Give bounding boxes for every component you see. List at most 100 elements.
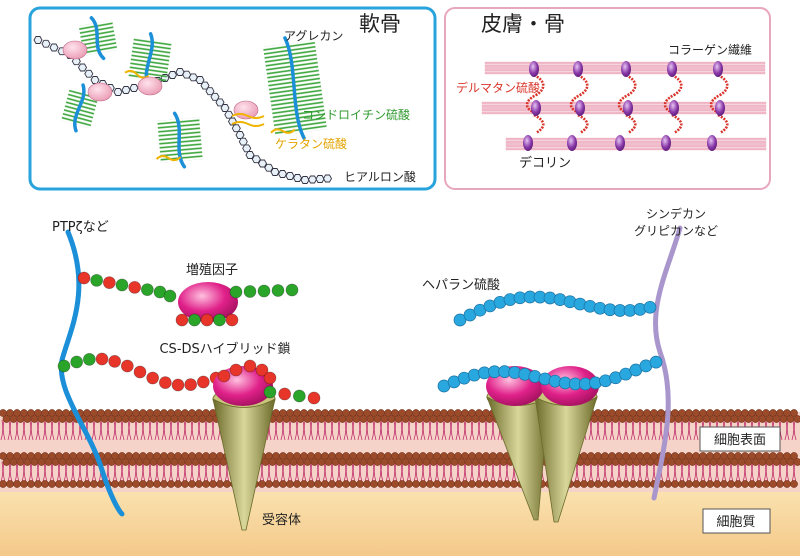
cs-ds-bead: [278, 387, 292, 401]
lipid-tail: [49, 419, 55, 441]
lipid-head: [303, 415, 312, 423]
decorin-core: [567, 135, 577, 151]
lipid-tail: [350, 419, 356, 441]
lipid-tail: [420, 419, 426, 441]
lipid-head: [422, 415, 431, 423]
lipid-tail: [651, 419, 657, 441]
lipid-head: [755, 480, 763, 488]
decorin-core: [667, 61, 677, 77]
lipid-head: [342, 480, 350, 488]
lipid-head: [727, 480, 735, 488]
lipid-tail: [602, 419, 608, 441]
lipid-head: [643, 480, 651, 488]
lipid-tail: [392, 419, 398, 441]
lipid-head: [748, 480, 756, 488]
glycan-chains-front: [175, 283, 663, 405]
lipid-head: [282, 415, 291, 423]
lipid-head: [594, 480, 602, 488]
collagen-fiber-label: コラーゲン繊維: [668, 43, 752, 57]
lipid-head: [338, 415, 347, 423]
lipid-head: [615, 480, 623, 488]
lipid-head: [415, 458, 424, 466]
lipid-head: [741, 480, 749, 488]
cs-ds-bead: [70, 355, 84, 369]
lipid-head: [391, 480, 399, 488]
lipid-head: [30, 415, 39, 423]
cell-surface-box: 細胞表面: [699, 426, 781, 452]
keratan-sulfate-chain: [270, 128, 296, 134]
cs-ds-bead: [200, 313, 214, 327]
lipid-head: [177, 415, 186, 423]
lipid-head: [475, 480, 483, 488]
lipid-head: [58, 415, 67, 423]
lipid-head: [37, 415, 46, 423]
lipid-tail: [91, 419, 97, 441]
hyaluronic-acid-unit: [49, 43, 59, 52]
lipid-head: [622, 480, 630, 488]
lipid-head: [688, 415, 697, 423]
lipid-head: [720, 480, 728, 488]
lipid-tail: [315, 419, 321, 441]
lipid-head: [790, 480, 798, 488]
lipid-head: [405, 480, 413, 488]
lipid-head: [786, 415, 795, 423]
lipid-tail: [280, 419, 286, 441]
lipid-head: [401, 415, 410, 423]
lipid-tail: [182, 419, 188, 441]
dermatan-sulfate-label: デルマタン硫酸: [456, 80, 540, 95]
dermatan-sulfate-chain: [525, 73, 545, 115]
dermatan-sulfate-chain: [533, 113, 545, 135]
dermatan-sulfate-chain: [709, 73, 729, 115]
lipid-head: [146, 480, 154, 488]
lipid-head: [163, 415, 172, 423]
lipid-head: [461, 480, 469, 488]
lipid-head: [356, 480, 364, 488]
lipid-head: [314, 480, 322, 488]
lipid-tail: [343, 419, 349, 441]
lipid-head: [212, 458, 221, 466]
hyaluronic-acid-unit: [167, 71, 178, 79]
lipid-head: [121, 458, 130, 466]
lipid-head: [205, 415, 214, 423]
chondroitin-sulfate-label: コンドロイチン硫酸: [302, 107, 410, 122]
lipid-tail: [476, 419, 482, 441]
lipid-head: [604, 458, 613, 466]
lipid-head: [0, 480, 7, 488]
cs-ds-bead: [158, 376, 172, 390]
lipid-head: [776, 480, 784, 488]
lipid-head: [695, 458, 704, 466]
cs-ds-bead: [163, 289, 177, 303]
lipid-head: [279, 480, 287, 488]
lipid-head: [135, 415, 144, 423]
hyaluronic-acid-unit: [220, 104, 230, 112]
lipid-tail: [448, 419, 454, 441]
decorin-core: [669, 100, 679, 116]
lipid-head: [632, 458, 641, 466]
hyaluronic-acid-unit: [285, 172, 295, 180]
decorin-core: [715, 100, 725, 116]
lipid-head: [436, 415, 445, 423]
lipid-head: [275, 458, 284, 466]
lipid-head: [23, 415, 32, 423]
hyaluronic-acid-unit: [129, 84, 139, 92]
lipid-head: [664, 480, 672, 488]
lipid-head: [335, 480, 343, 488]
cs-ds-bead: [255, 363, 269, 377]
lipid-head: [499, 458, 508, 466]
lipid-head: [604, 415, 613, 423]
growth-factor-label: 増殖因子: [186, 262, 238, 278]
lipid-head: [608, 480, 616, 488]
cs-ds-bead: [90, 273, 104, 287]
lipid-head: [433, 480, 441, 488]
lipid-head: [692, 480, 700, 488]
lipid-tail: [455, 419, 461, 441]
cell-membrane: [0, 409, 800, 492]
hyaluronic-acid-unit: [264, 163, 274, 172]
lipid-head: [790, 409, 798, 417]
lipid-head: [198, 458, 207, 466]
lipid-head: [478, 458, 487, 466]
lipid-tail: [161, 419, 167, 441]
hyaluronic-acid-unit: [90, 76, 100, 84]
lipid-head: [69, 480, 77, 488]
hyaluronic-acid-unit: [113, 88, 123, 96]
